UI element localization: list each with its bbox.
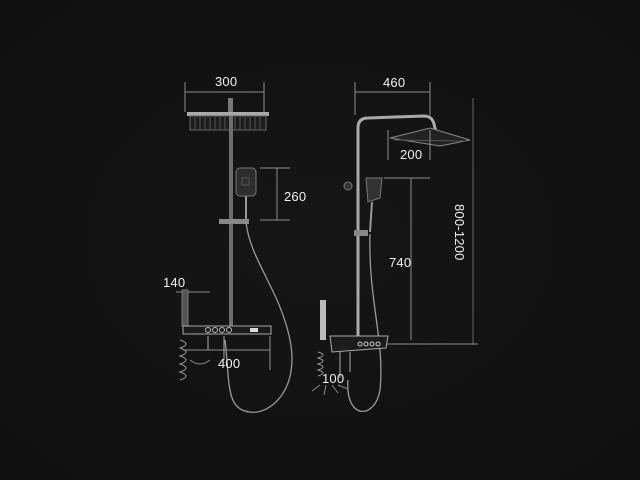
side-view [311, 82, 478, 413]
dim-handshower-height-label: 260 [284, 189, 307, 204]
front-view [176, 82, 293, 413]
dim-shelf-height-label: 140 [163, 275, 186, 290]
dim-head-depth-label: 200 [400, 147, 423, 162]
dim-head-width-label: 300 [215, 74, 238, 89]
dim-panel-width-label: 400 [218, 356, 241, 371]
dim-height-range-label: 800-1200 [452, 204, 467, 261]
dim-spout-depth-label: 100 [322, 371, 345, 386]
dim-slide-bar-length-label: 740 [389, 255, 412, 270]
dim-arm-reach-label: 460 [383, 75, 406, 90]
